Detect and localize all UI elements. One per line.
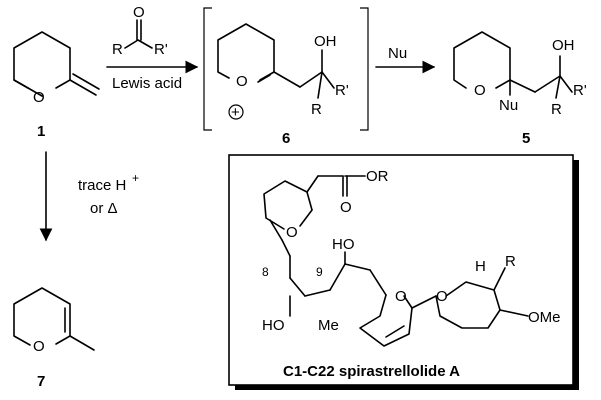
compound-6-structure: O + OH R' R 6 [217,23,349,147]
oxocarbenium-oxygen-label: O [236,73,248,90]
compound-7-ring-oxygen-label: O [33,338,45,355]
ring-r-label: R [505,253,516,270]
step2-reagent: Nu [375,45,436,74]
compound-5-number: 5 [522,130,530,147]
ester-or-label: OR [366,168,389,185]
compound-5-r-prime-label: R' [573,82,587,99]
lewis-acid-label: Lewis acid [112,75,182,92]
ester-carbonyl-oxygen-label: O [340,199,352,216]
methyl-label: Me [318,317,339,334]
spirastrellolide-structure: OR O O 8 9 HO HO Me O O H R OMe [262,168,561,347]
carbonyl-r-label: R [112,41,123,58]
upper-hydroxyl-label: HO [332,236,355,253]
stereo-h-label: H [475,258,486,275]
top-ring-oxygen-label: O [286,224,298,241]
compound-5-oh-label: OH [552,37,575,54]
ring-oxygen-label: O [33,89,45,106]
np-caption: C1-C22 spirastrellolide A [283,363,460,380]
left-bracket [203,7,212,131]
trace-acid-superscript: + [132,171,139,185]
right-bracket [360,7,369,131]
side-reaction: trace H + or Δ [39,151,139,242]
compound-5-structure: O Nu OH R' R 5 [453,31,587,147]
methoxy-label: OMe [528,309,561,326]
spiro-oxygen-1-label: O [395,288,407,305]
compound-5-ring-oxygen-label: O [474,82,486,99]
compound-7-structure: O 7 [13,287,95,390]
compound-1-number: 1 [37,123,45,140]
compound-1-structure: O 1 [13,31,100,140]
carbonyl-oxygen-label: O [133,4,145,21]
compound-5-r-label: R [551,101,562,118]
cation-charge-circle [228,104,244,120]
compound-6-oh-label: OH [314,33,337,50]
compound-5-nu-label: Nu [499,97,518,114]
carbonyl-r-prime-label: R' [154,41,168,58]
nucleophile-reagent-label: Nu [388,45,407,62]
spiro-oxygen-2-label: O [436,288,448,305]
np-box [228,154,574,386]
lower-hydroxyl-label: HO [262,317,285,334]
carbon-9-label: 9 [316,265,323,279]
compound-7-number: 7 [37,373,45,390]
step1-reagents: O R R' Lewis acid [106,4,199,92]
carbon-8-label: 8 [262,265,269,279]
compound-6-r-prime-label: R' [335,82,349,99]
compound-6-number: 6 [282,130,290,147]
cation-charge-label: + [231,104,240,121]
heat-alternative-label: or Δ [90,200,118,217]
compound-6-r-label: R [311,101,322,118]
trace-acid-label: trace H [78,177,126,194]
